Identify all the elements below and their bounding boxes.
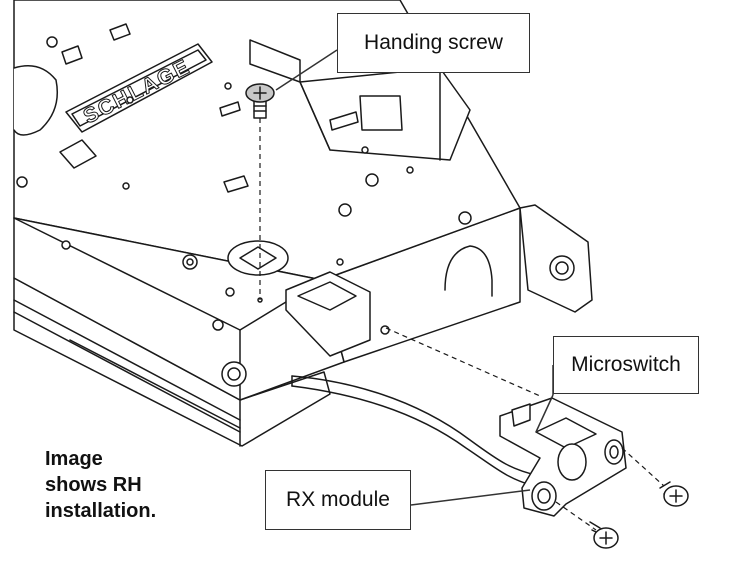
body-holes [16, 23, 472, 335]
mounting-screw [659, 481, 689, 507]
alignment-lines [259, 118, 665, 531]
microswitch-bracket [499, 397, 627, 517]
upper-housing [249, 39, 471, 161]
handing-screw-label: Handing screw [337, 13, 530, 73]
cam-opening [13, 65, 97, 169]
note-line: Image [45, 448, 103, 470]
note-line: shows RH [45, 474, 142, 496]
handing-screw [245, 83, 275, 119]
face-plate [519, 204, 593, 313]
note-line: installation. [45, 500, 157, 522]
installation-note: Image shows RH installation. [45, 446, 156, 524]
wire-harness [291, 375, 541, 487]
microswitch-label: Microswitch [553, 336, 699, 394]
mounting-post [221, 361, 247, 387]
rx-module-label: RX module [265, 470, 411, 530]
hub [227, 240, 289, 276]
switch-pocket [285, 245, 493, 357]
mounting-screw [589, 521, 619, 549]
